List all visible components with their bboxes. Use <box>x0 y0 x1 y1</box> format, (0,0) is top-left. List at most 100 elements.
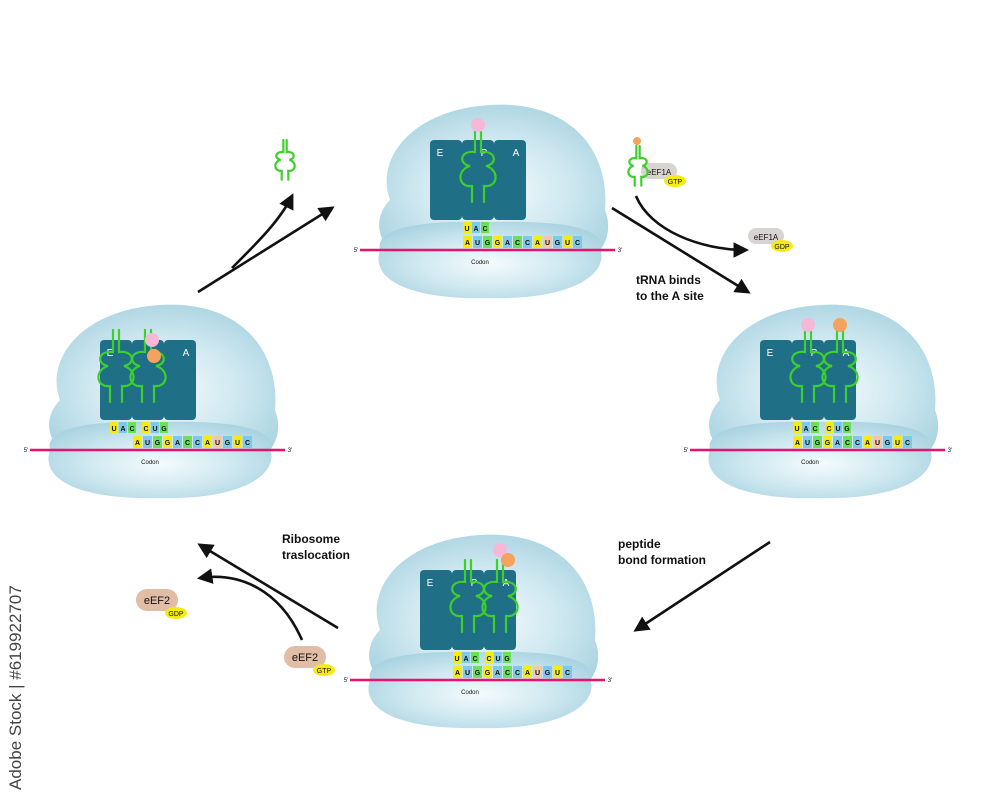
trna-a <box>481 558 519 634</box>
codon-label: Codon <box>801 460 819 466</box>
codon-base <box>553 236 562 248</box>
codon-base <box>453 666 462 678</box>
anticodon-base <box>119 422 127 433</box>
anticodon-letter: U <box>794 426 799 433</box>
codon-letter: C <box>845 440 850 447</box>
trna-a <box>821 328 859 404</box>
codon-letter: A <box>205 440 210 447</box>
codon-base <box>523 236 532 248</box>
codon-base <box>543 666 552 678</box>
codon-letter: C <box>905 440 910 447</box>
codon-letter: C <box>565 670 570 677</box>
codon-letter: C <box>245 440 250 447</box>
codon-base <box>143 436 152 448</box>
codon-base <box>903 436 912 448</box>
codon-base <box>513 666 522 678</box>
trna-p <box>449 558 487 634</box>
anticodon-letter: U <box>464 226 469 233</box>
anticodon-base <box>494 652 502 663</box>
eef1a-gtp-body <box>641 163 677 179</box>
arrow-eef1a-release <box>634 195 750 258</box>
codon-base <box>533 666 542 678</box>
anticodon-letter: U <box>454 656 459 663</box>
anticodon-base <box>825 422 833 433</box>
mrna-3prime: 3' <box>618 248 622 254</box>
anticodon-letter: A <box>803 426 808 433</box>
codon-letter: A <box>535 240 540 247</box>
free-trna-incoming <box>627 144 649 187</box>
eef2-gtp-label: eEF2 <box>292 652 318 664</box>
site-label-e: E <box>427 578 434 589</box>
anticodon-letter: G <box>161 426 167 433</box>
anticodon-letter: C <box>826 426 831 433</box>
watermark-text: Adobe Stock | #619922707 <box>6 585 25 790</box>
anticodon-letter: U <box>111 426 116 433</box>
codon-letter: G <box>825 440 831 447</box>
small-subunit <box>368 651 592 729</box>
anticodon-base <box>151 422 159 433</box>
codon-letter: A <box>505 240 510 247</box>
anticodon-base <box>462 652 470 663</box>
mrna-3prime: 3' <box>608 678 612 684</box>
amino-acid-0 <box>493 543 507 557</box>
trna-p <box>459 128 497 204</box>
codon-base <box>483 666 492 678</box>
codon-base <box>893 436 902 448</box>
small-subunit <box>378 221 602 299</box>
site-label-e: E <box>437 148 444 159</box>
codon-base <box>473 236 482 248</box>
codon-base <box>233 436 242 448</box>
codon-letter: G <box>475 670 481 677</box>
codon-letter: U <box>215 440 220 447</box>
eef2-gdp-body <box>136 589 178 611</box>
codon-base <box>503 236 512 248</box>
codon-letter: G <box>485 670 491 677</box>
codon-letter: U <box>235 440 240 447</box>
codon-letter: U <box>805 440 810 447</box>
codon-letter: U <box>535 670 540 677</box>
anticodon-letter: C <box>143 426 148 433</box>
amino-acid-0 <box>801 318 815 332</box>
eef2-gtp-badge-label: GTP <box>317 668 332 675</box>
site-label-p: P <box>811 348 818 359</box>
eef1a-gtp-badge-label: GTP <box>668 179 683 186</box>
codon-letter: G <box>225 440 231 447</box>
codon-base <box>223 436 232 448</box>
anticodon-base <box>453 652 461 663</box>
codon-letter: A <box>465 240 470 247</box>
codon-letter: U <box>565 240 570 247</box>
small-subunit <box>48 421 272 499</box>
codon-letter: A <box>795 440 800 447</box>
codon-base <box>853 436 862 448</box>
codon-letter: U <box>555 670 560 677</box>
codon-letter: C <box>855 440 860 447</box>
mrna-5prime: 5' <box>24 448 28 454</box>
trna-p <box>789 328 827 404</box>
site-label-a: A <box>503 578 510 589</box>
codon-label: Codon <box>471 260 489 266</box>
codon-letter: G <box>485 240 491 247</box>
anticodon-letter: U <box>495 656 500 663</box>
codon-base <box>523 666 532 678</box>
anticodon-base <box>793 422 801 433</box>
codon-base <box>573 236 582 248</box>
anticodon-base <box>471 652 479 663</box>
codon-base <box>183 436 192 448</box>
eef1a-gtp-label: eEF1A <box>647 168 672 177</box>
site-p <box>452 570 484 650</box>
free-trna-incoming-shape <box>627 144 649 187</box>
codon-base <box>563 666 572 678</box>
codon-letter: C <box>515 670 520 677</box>
watermark: Adobe Stock | #619922707 <box>2 560 32 790</box>
anticodon-letter: A <box>463 656 468 663</box>
site-p <box>792 340 824 420</box>
site-e <box>760 340 792 420</box>
codon-letter: A <box>495 670 500 677</box>
codon-letter: G <box>885 440 891 447</box>
codon-base <box>833 436 842 448</box>
codon-letter: G <box>155 440 161 447</box>
anticodon-letter: C <box>486 656 491 663</box>
codon-base <box>473 666 482 678</box>
